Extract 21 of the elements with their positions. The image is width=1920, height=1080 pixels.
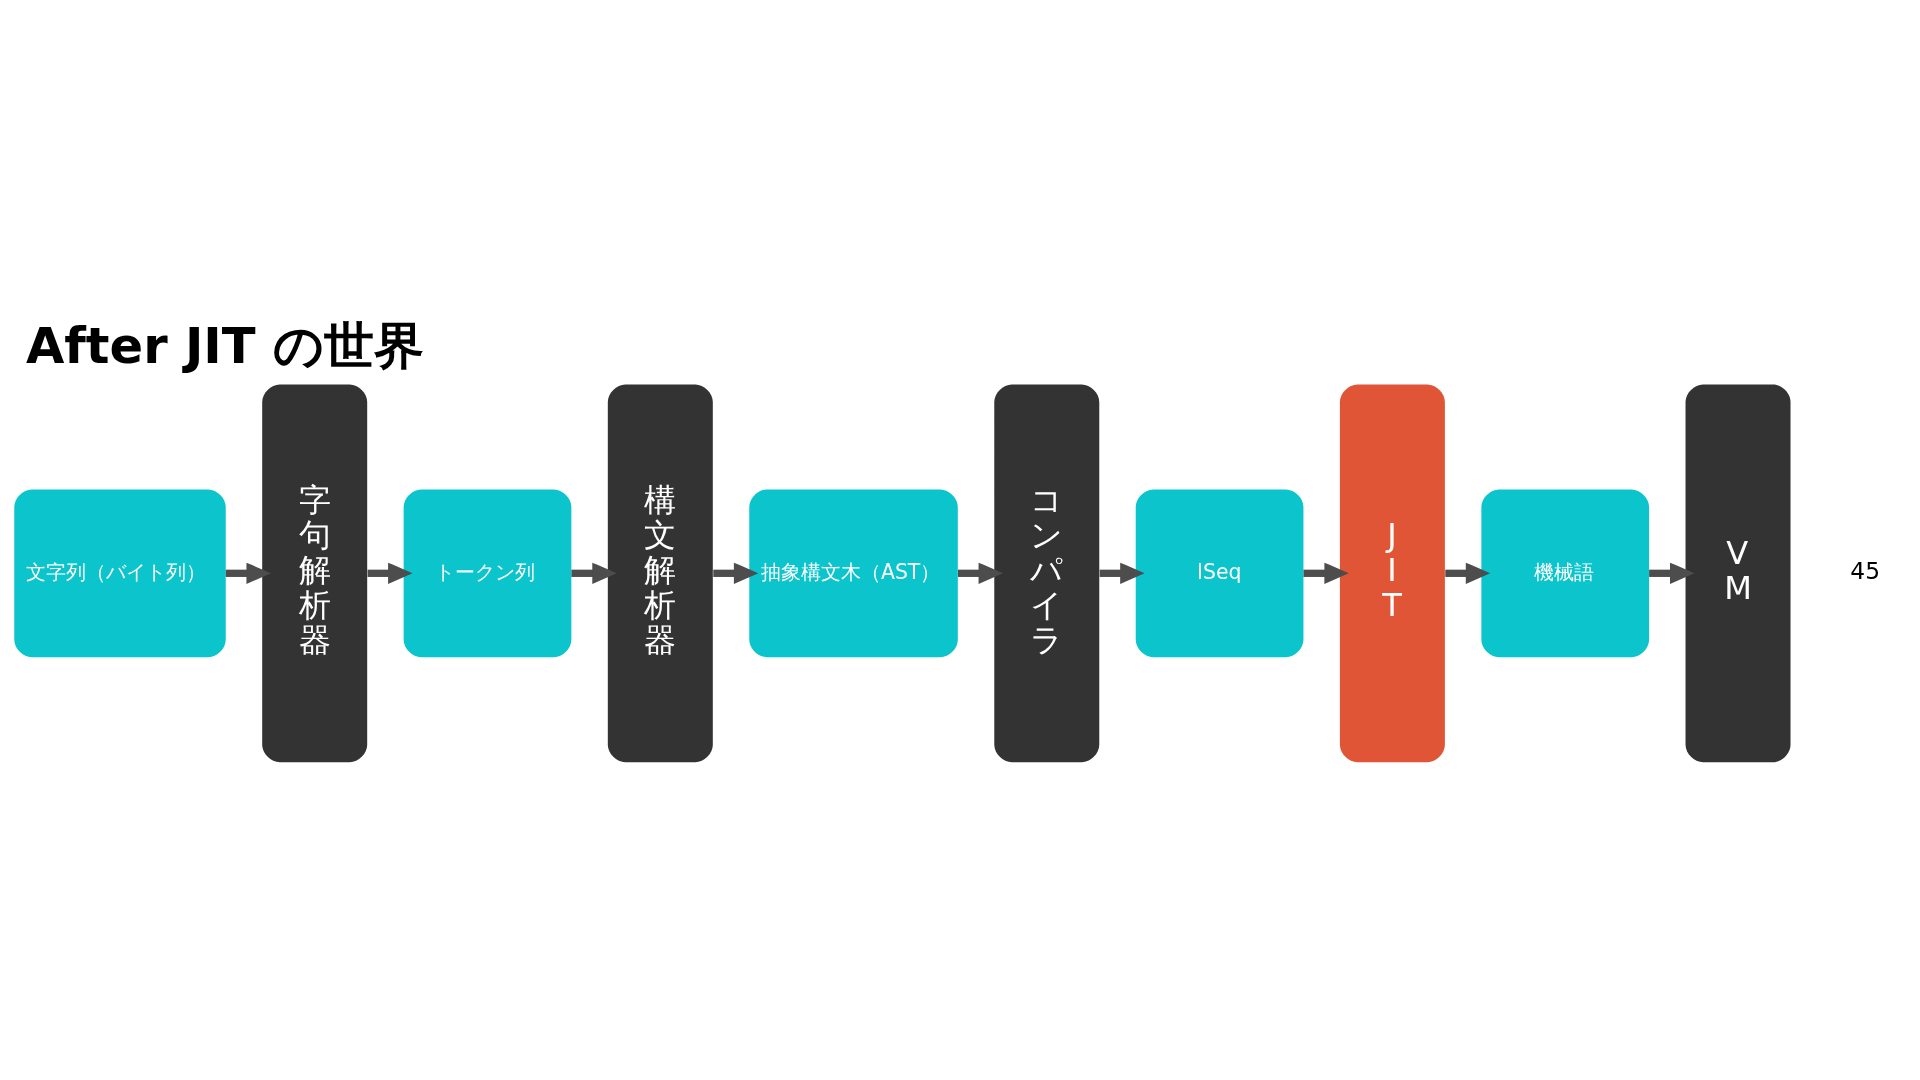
arrow: [225, 562, 271, 584]
node-box: 構文解析器: [607, 383, 713, 762]
arrow: [367, 562, 413, 584]
label: 45: [1850, 556, 1880, 585]
node-box: 字句解析器: [262, 383, 368, 762]
diagram-title: After JIT の世界: [25, 316, 424, 375]
arrow: [1099, 562, 1145, 584]
arrow: [713, 562, 759, 584]
node-box: 文字列（バイト列）: [14, 488, 226, 657]
node-box: VM: [1685, 383, 1791, 762]
node-box: ISeq: [1135, 488, 1304, 657]
node-box: コンパイラ: [994, 383, 1100, 762]
arrow: [571, 562, 617, 584]
node-box: 抽象構文木（AST）: [749, 488, 958, 657]
node-box: JIT: [1339, 383, 1445, 762]
arrow: [1303, 562, 1349, 584]
node-box: 機械語: [1481, 488, 1650, 657]
node-box: トークン列: [403, 488, 572, 657]
arrow: [957, 562, 1003, 584]
arrow: [1445, 562, 1491, 584]
arrow: [1649, 562, 1695, 584]
